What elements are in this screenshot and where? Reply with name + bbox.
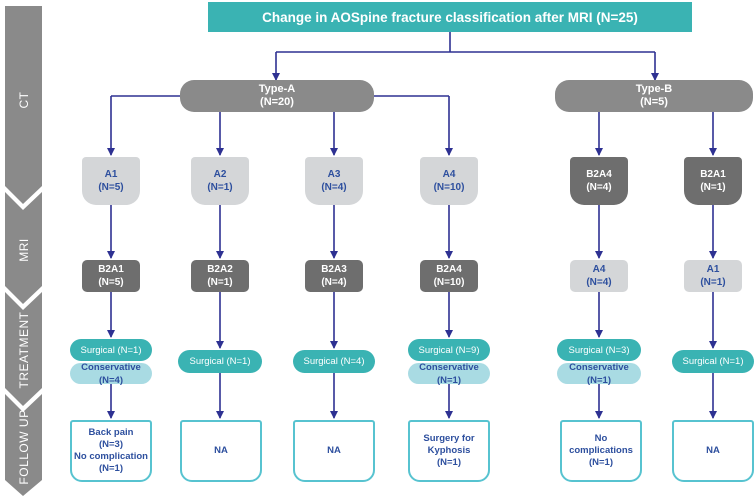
- band-mri: [5, 192, 42, 304]
- node-mri-label: A4: [592, 264, 606, 275]
- node-conservative-4: Conservative (N=1): [408, 362, 490, 386]
- node-type-a-count: (N=20): [260, 96, 294, 108]
- node-mri-count: (N=1): [207, 277, 233, 288]
- node-ct-count: (N=10): [433, 182, 465, 193]
- node-type-a-label: Type-A: [258, 83, 296, 95]
- node-mri-b2a3: B2A3 (N=4): [305, 260, 363, 292]
- band-treatment: [5, 292, 42, 406]
- node-ct-a3: A3 (N=4): [305, 157, 363, 205]
- node-type-a: Type-A (N=20): [180, 80, 374, 112]
- node-ct-b2a4: B2A4 (N=4): [570, 157, 628, 205]
- node-conservative-1: Conservative (N=4): [70, 362, 152, 386]
- node-ct-label: A2: [213, 169, 227, 180]
- node-ct-count: (N=1): [207, 182, 233, 193]
- followup-line: (N=1): [436, 457, 462, 468]
- band-followup: [5, 394, 42, 496]
- node-followup-4: Surgery for Kyphosis (N=1): [408, 420, 490, 482]
- followup-line: (N=3): [98, 439, 124, 450]
- node-mri-label: B2A4: [436, 264, 462, 275]
- node-surgical-2: Surgical (N=1): [178, 350, 262, 373]
- node-ct-label: A3: [327, 169, 341, 180]
- followup-line: (N=1): [588, 457, 614, 468]
- node-surgical-3: Surgical (N=4): [293, 350, 375, 373]
- node-mri-b2a2: B2A2 (N=1): [191, 260, 249, 292]
- node-mri-label: A1: [706, 264, 720, 275]
- node-ct-a4: A4 (N=10): [420, 157, 478, 205]
- node-surgical-6: Surgical (N=1): [672, 350, 754, 373]
- node-ct-label: A4: [442, 169, 456, 180]
- followup-line: No complication: [74, 451, 148, 462]
- node-mri-count: (N=5): [98, 277, 124, 288]
- followup-line: NA: [706, 445, 720, 456]
- node-mri-count: (N=4): [586, 277, 612, 288]
- node-ct-a1: A1 (N=5): [82, 157, 140, 205]
- node-type-b-label: Type-B: [635, 83, 673, 95]
- node-ct-count: (N=1): [700, 182, 726, 193]
- node-type-b-count: (N=5): [640, 96, 668, 108]
- node-surgical-1: Surgical (N=1): [70, 339, 152, 361]
- followup-line: No complications: [569, 433, 633, 456]
- node-ct-count: (N=4): [321, 182, 347, 193]
- node-followup-2: NA: [180, 420, 262, 482]
- node-surgical-5: Surgical (N=3): [557, 339, 641, 361]
- node-mri-count: (N=10): [433, 277, 465, 288]
- node-mri-count: (N=1): [700, 277, 726, 288]
- band-ct: [5, 6, 42, 204]
- node-mri-a1: A1 (N=1): [684, 260, 742, 292]
- node-mri-label: B2A1: [98, 264, 124, 275]
- node-ct-b2a1: B2A1 (N=1): [684, 157, 742, 205]
- node-ct-label: A1: [104, 169, 118, 180]
- node-followup-1: Back pain (N=3) No complication (N=1): [70, 420, 152, 482]
- node-ct-a2: A2 (N=1): [191, 157, 249, 205]
- node-followup-6: NA: [672, 420, 754, 482]
- node-mri-label: B2A3: [321, 264, 347, 275]
- node-mri-a4: A4 (N=4): [570, 260, 628, 292]
- node-ct-label: B2A4: [586, 169, 612, 180]
- node-followup-5: No complications (N=1): [560, 420, 642, 482]
- followup-line: NA: [327, 445, 341, 456]
- node-mri-b2a1: B2A1 (N=5): [82, 260, 140, 292]
- followup-line: Back pain: [88, 427, 134, 438]
- followup-line: Kyphosis: [427, 445, 471, 456]
- diagram-title: Change in AOSpine fracture classificatio…: [208, 2, 692, 32]
- followup-line: NA: [214, 445, 228, 456]
- node-mri-label: B2A2: [207, 264, 233, 275]
- followup-line: (N=1): [98, 463, 124, 474]
- node-followup-3: NA: [293, 420, 375, 482]
- node-ct-count: (N=5): [98, 182, 124, 193]
- node-ct-count: (N=4): [586, 182, 612, 193]
- node-type-b: Type-B (N=5): [555, 80, 753, 112]
- node-surgical-4: Surgical (N=9): [408, 339, 490, 361]
- node-mri-b2a4: B2A4 (N=10): [420, 260, 478, 292]
- node-ct-label: B2A1: [700, 169, 726, 180]
- followup-line: Surgery for: [423, 433, 475, 444]
- node-mri-count: (N=4): [321, 277, 347, 288]
- node-conservative-5: Conservative (N=1): [557, 362, 641, 386]
